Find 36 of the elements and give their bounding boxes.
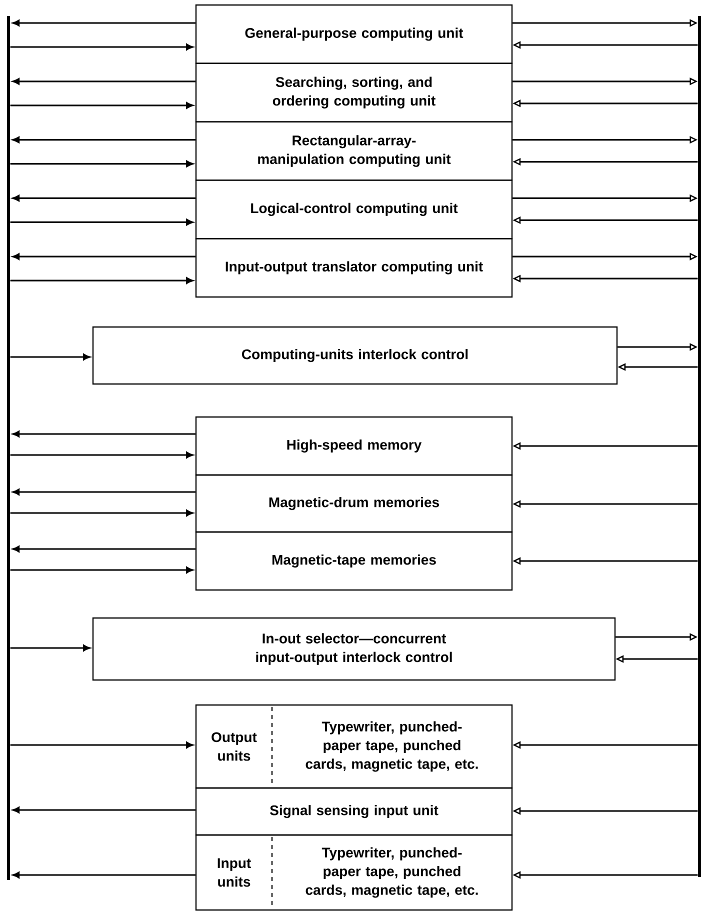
unit-box: General-purpose computing unit (195, 4, 513, 64)
unit-box: Computing-units interlock control (92, 326, 618, 385)
arrow (12, 20, 196, 26)
arrow (12, 253, 196, 260)
unit-box: In-out selector—concurrent input-output interlock control (92, 617, 616, 681)
arrow (12, 430, 196, 438)
arrow (10, 218, 194, 226)
unit-box: Searching, sorting, and ordering computing unit (195, 62, 513, 122)
arrow (12, 194, 196, 202)
arrow (10, 742, 194, 748)
unit-box: Signal sensing input unit (195, 787, 513, 836)
unit-box: Output units Typewriter, punched-paper tape, punched cards, magnetic tape, etc. (195, 704, 513, 789)
unit-box: Input units Typewriter, punched-paper tape, punched cards, magnetic tape, etc. (195, 834, 513, 911)
unit-box: Rectangular-array-manipulation computing unit (195, 121, 513, 181)
unit-box: Magnetic-drum memories (195, 474, 513, 533)
unit-box: High-speed memory (195, 416, 513, 476)
arrow (10, 277, 194, 284)
arrow (10, 644, 90, 652)
arrow (12, 546, 196, 552)
arrow (12, 806, 196, 814)
arrow (10, 354, 90, 360)
arrow (10, 102, 194, 109)
bus-bar (698, 16, 701, 877)
arrow (12, 78, 196, 85)
arrow (12, 872, 196, 878)
unit-box: Magnetic-tape memories (195, 531, 513, 591)
arrow (10, 44, 194, 50)
bus-bar (7, 16, 10, 880)
arrow (10, 566, 194, 574)
arrow (12, 488, 196, 496)
arrow (10, 160, 194, 168)
arrow (12, 136, 196, 144)
arrow (10, 452, 194, 458)
unit-box: Logical-control computing unit (195, 180, 513, 240)
arrow (10, 510, 194, 516)
unit-box: Input-output translator computing unit (195, 238, 513, 298)
